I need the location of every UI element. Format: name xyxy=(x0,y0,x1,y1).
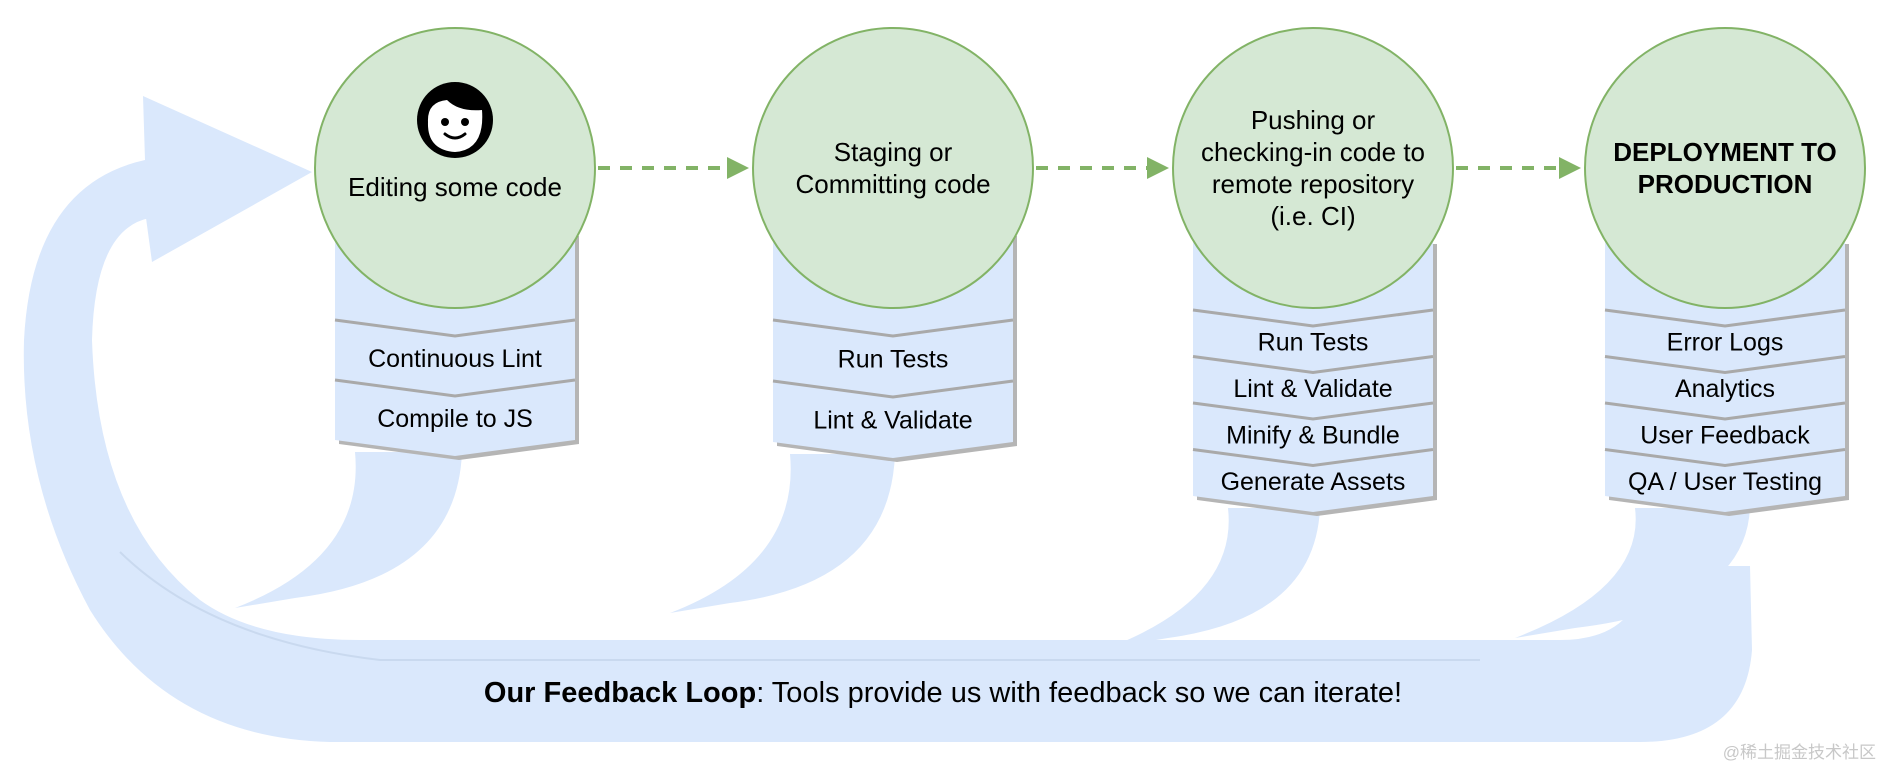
stage-title-line: (i.e. CI) xyxy=(1270,201,1355,231)
tool-divider xyxy=(1192,308,1434,328)
feedback-loop-arrowhead xyxy=(143,96,312,262)
caption-rest: : Tools provide us with feedback so we c… xyxy=(756,677,1402,709)
tool-divider xyxy=(1604,448,1846,468)
tool-stack-body xyxy=(1193,240,1433,512)
face-icon xyxy=(417,82,493,158)
stage-connector-2 xyxy=(1036,157,1169,179)
stage-circle xyxy=(1584,27,1866,309)
stage-title-line: remote repository xyxy=(1212,169,1414,199)
tool-label: Generate Assets xyxy=(1221,468,1406,496)
tool-divider xyxy=(1192,401,1434,421)
stage-connector-3 xyxy=(1456,157,1581,179)
tool-stack-tail xyxy=(1515,508,1750,638)
tool-label: Continuous Lint xyxy=(368,345,542,373)
feedback-loop-band xyxy=(23,160,1752,742)
tool-divider xyxy=(772,318,1014,338)
stage-title-line: checking-in code to xyxy=(1201,137,1425,167)
tool-label: Compile to JS xyxy=(377,405,533,433)
tool-divider xyxy=(1192,448,1434,468)
feedback-loop-inner-curve xyxy=(119,551,1480,661)
tool-label: QA / User Testing xyxy=(1628,468,1822,496)
connector-arrowhead xyxy=(1147,157,1169,179)
tool-divider xyxy=(1604,308,1846,328)
stage-circle xyxy=(1172,27,1454,309)
tool-label: Analytics xyxy=(1675,375,1775,403)
tool-stack-tail xyxy=(1108,508,1320,648)
stage-connector-1 xyxy=(598,157,749,179)
stage-node-1: Editing some code xyxy=(314,27,596,309)
tool-label: Minify & Bundle xyxy=(1226,421,1400,449)
tool-stack-tail xyxy=(670,454,895,613)
watermark: @稀土掘金技术社区 xyxy=(1723,743,1876,762)
tool-divider xyxy=(1192,355,1434,375)
stage-title-line: PRODUCTION xyxy=(1638,169,1813,199)
stage-circle xyxy=(752,27,1034,309)
tool-stack-tail xyxy=(235,452,462,608)
caption-bold: Our Feedback Loop xyxy=(484,677,756,709)
stage-title-line: DEPLOYMENT TO xyxy=(1613,137,1836,167)
tool-label: Lint & Validate xyxy=(1233,375,1392,403)
stage-title-line: Committing code xyxy=(795,169,990,199)
connector-arrowhead xyxy=(1559,157,1581,179)
stage-title-line: Editing some code xyxy=(348,172,562,202)
tool-label: Run Tests xyxy=(838,346,949,374)
stage-title-line: Pushing or xyxy=(1251,105,1376,135)
tool-divider xyxy=(772,379,1014,399)
tool-divider xyxy=(334,318,576,338)
tool-label: Error Logs xyxy=(1667,328,1784,356)
stage-circle xyxy=(314,27,596,309)
tool-stack-body xyxy=(1605,240,1845,512)
tool-divider xyxy=(1604,401,1846,421)
tool-divider xyxy=(1604,355,1846,375)
feedback-loop-caption: Our Feedback Loop: Tools provide us with… xyxy=(484,677,1402,709)
tool-label: User Feedback xyxy=(1640,421,1810,449)
stage-title-line: Staging or xyxy=(834,137,953,167)
tool-label: Lint & Validate xyxy=(813,407,972,435)
tool-divider xyxy=(334,378,576,398)
tool-label: Run Tests xyxy=(1258,328,1369,356)
connector-arrowhead xyxy=(727,157,749,179)
